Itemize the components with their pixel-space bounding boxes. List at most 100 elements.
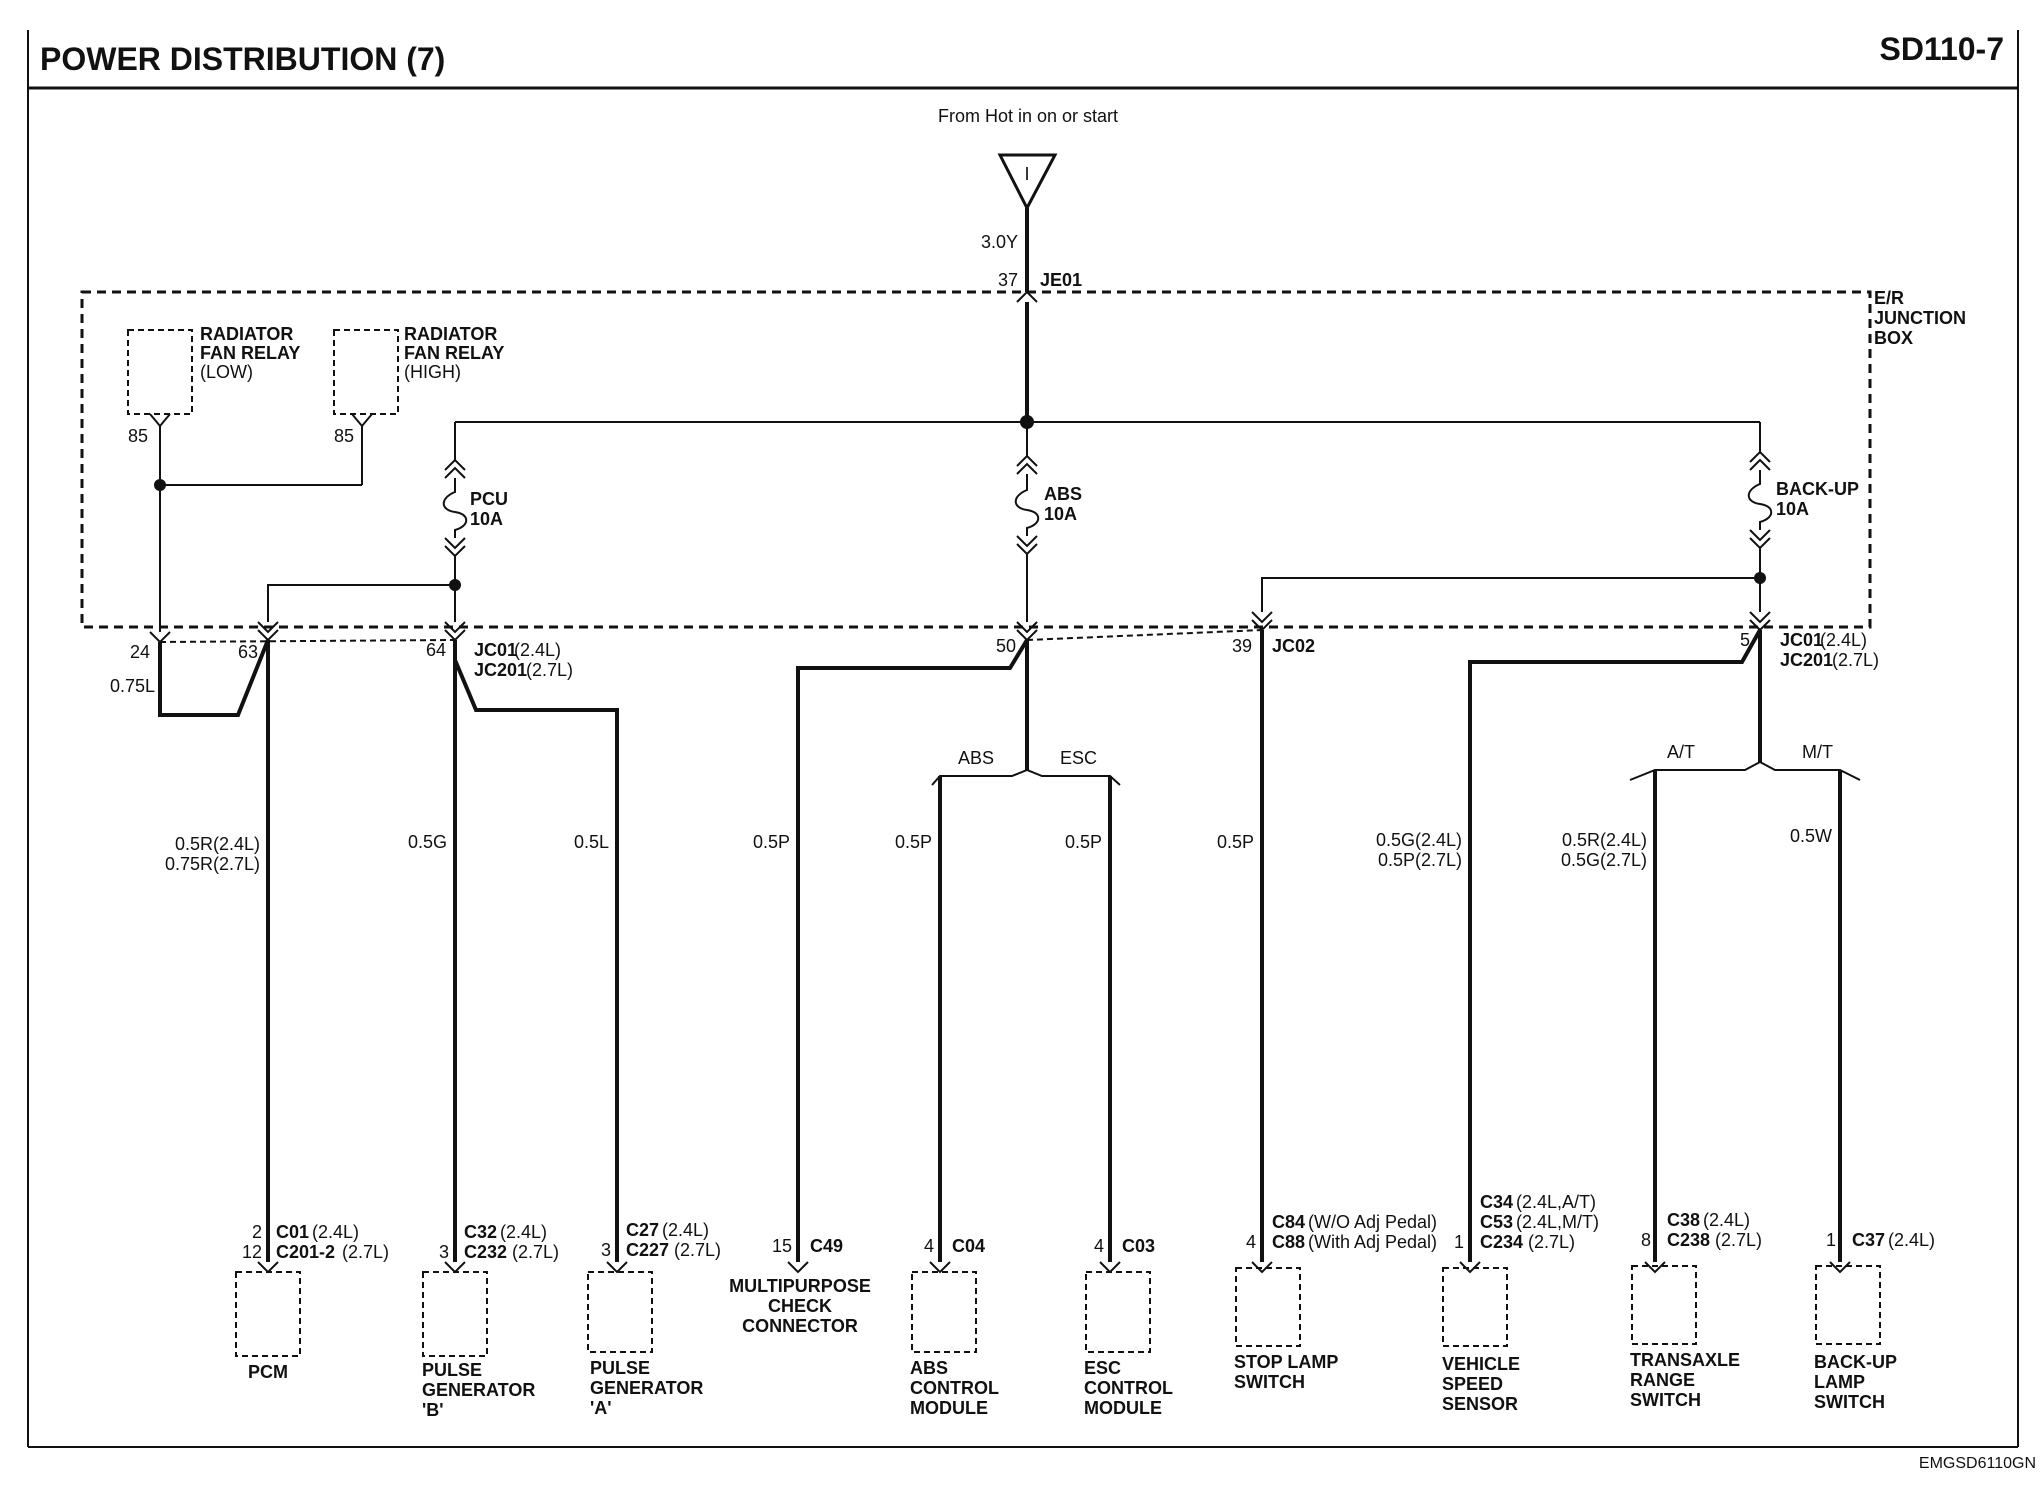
jb-jc201-b-note: (2.7L) [1832, 650, 1879, 670]
esc-name-2: CONTROL [1084, 1378, 1173, 1398]
wire-label-pcm-2: 0.75R(2.7L) [165, 854, 260, 874]
source-symbol-letter: I [1024, 164, 1029, 184]
trs-name-3: SWITCH [1630, 1390, 1701, 1410]
mcc-name-1: MULTIPURPOSE [729, 1276, 871, 1296]
er-junction-box [80, 290, 1872, 629]
wire-label-pcm-1: 0.5R(2.4L) [175, 834, 260, 854]
stop-name-1: STOP LAMP [1234, 1352, 1338, 1372]
bul-pin: 1 [1826, 1230, 1836, 1250]
wire-label-trs-2: 0.5G(2.7L) [1561, 850, 1647, 870]
wire-label-stop: 0.5P [1217, 832, 1254, 852]
pcm-connector-2-note: (2.7L) [342, 1242, 389, 1262]
trs-pin: 8 [1641, 1230, 1651, 1250]
backup-fuse [1747, 450, 1773, 550]
source-wire-label: 3.0Y [981, 232, 1018, 252]
branch-label-esc: ESC [1060, 748, 1097, 768]
source-label: From Hot in on or start [938, 106, 1118, 126]
jb-jc01-b-note: (2.4L) [1820, 630, 1867, 650]
pgb-pin: 3 [439, 1242, 449, 1262]
jb-pin-5: 5 [1740, 630, 1750, 650]
pgb-name-1: PULSE [422, 1360, 482, 1380]
stop-connector-1-note: (W/O Adj Pedal) [1308, 1212, 1437, 1232]
vss-connector-1: C34 [1480, 1192, 1513, 1212]
vss-connector-3-note: (2.7L) [1528, 1232, 1575, 1252]
relay-splice-node [154, 479, 166, 491]
stop-connector-2-note: (With Adj Pedal) [1308, 1232, 1437, 1252]
transaxle-range-switch-box [1631, 1265, 1697, 1345]
branch-label-at: A/T [1667, 742, 1695, 762]
trs-connector-2: C238 [1667, 1230, 1710, 1250]
wire-label-bul: 0.5W [1790, 826, 1832, 846]
relay-low-label-2: FAN RELAY [200, 343, 300, 363]
pcu-fuse [442, 458, 468, 558]
trs-connector-2-note: (2.7L) [1715, 1230, 1762, 1250]
trs-connector-1-note: (2.4L) [1703, 1210, 1750, 1230]
pgb-connector-1-note: (2.4L) [500, 1222, 547, 1242]
vss-connector-2: C53 [1480, 1212, 1513, 1232]
wire-label-pgb: 0.5G [408, 832, 447, 852]
jb-jc201-b: JC201 [1780, 650, 1833, 670]
pcu-fuse-name: PCU [470, 489, 508, 509]
wire-label-mcc: 0.5P [753, 832, 790, 852]
stop-connector-1: C84 [1272, 1212, 1305, 1232]
jb-pin-63: 63 [238, 642, 258, 662]
relay-low-label-3: (LOW) [200, 362, 253, 382]
wire-label-vss-1: 0.5G(2.4L) [1376, 830, 1462, 850]
pcm-connector-1-note: (2.4L) [312, 1222, 359, 1242]
stop-connector-2: C88 [1272, 1232, 1305, 1252]
junction-box-label-2: JUNCTION [1874, 308, 1966, 328]
component-connector-symbols [257, 1261, 1851, 1274]
abs-control-module-box [911, 1271, 977, 1353]
pcm-connector-1: C01 [276, 1222, 309, 1242]
pcm-connector-2: C201-2 [276, 1242, 335, 1262]
pgb-name-3: 'B' [422, 1400, 444, 1420]
output-wires [158, 629, 1861, 1262]
mcc-name-2: CHECK [768, 1296, 832, 1316]
vss-name-1: VEHICLE [1442, 1354, 1520, 1374]
jb-pin-39: 39 [1232, 636, 1252, 656]
mcc-name-3: CONNECTOR [742, 1316, 858, 1336]
trs-name-2: RANGE [1630, 1370, 1695, 1390]
pga-connector-2-note: (2.7L) [674, 1240, 721, 1260]
abs-name-3: MODULE [910, 1398, 988, 1418]
jb-jc01-b: JC01 [1780, 630, 1823, 650]
pcm-pin-2: 12 [242, 1242, 262, 1262]
junction-box-label-1: E/R [1874, 288, 1904, 308]
bul-connector-note: (2.4L) [1888, 1230, 1935, 1250]
relay-low-pin-symbol [149, 413, 171, 428]
diagram-frame [27, 30, 2019, 1448]
abs-name-1: ABS [910, 1358, 948, 1378]
wire-label-vss-2: 0.5P(2.7L) [1378, 850, 1462, 870]
vss-connector-1-note: (2.4L,A/T) [1516, 1192, 1596, 1212]
stop-pin: 4 [1246, 1232, 1256, 1252]
relay-high-pin-symbol [351, 413, 373, 428]
wire-label-abs: 0.5P [895, 832, 932, 852]
pgb-connector-2: C232 [464, 1242, 507, 1262]
pga-connector-2: C227 [626, 1240, 669, 1260]
abs-fuse [1014, 454, 1040, 556]
esc-name-1: ESC [1084, 1358, 1121, 1378]
jb-pin-24: 24 [130, 642, 150, 662]
pga-name-3: 'A' [590, 1398, 612, 1418]
pga-name-2: GENERATOR [590, 1378, 703, 1398]
relay-high-label-1: RADIATOR [404, 324, 497, 344]
jb-pin-50: 50 [996, 636, 1016, 656]
wire-label-075l: 0.75L [110, 676, 155, 696]
relay-high-label-2: FAN RELAY [404, 343, 504, 363]
wire-label-esc: 0.5P [1065, 832, 1102, 852]
vss-pin: 1 [1454, 1232, 1464, 1252]
relay-high-label-3: (HIGH) [404, 362, 461, 382]
hot-source-symbol [997, 153, 1058, 212]
vss-connector-3: C234 [1480, 1232, 1523, 1252]
esc-connector: C03 [1122, 1236, 1155, 1256]
vehicle-speed-sensor-box [1442, 1267, 1508, 1347]
trs-connector-1: C38 [1667, 1210, 1700, 1230]
bul-name-2: LAMP [1814, 1372, 1865, 1392]
branch-label-mt: M/T [1802, 742, 1833, 762]
vss-name-3: SENSOR [1442, 1394, 1518, 1414]
abs-fuse-rating: 10A [1044, 504, 1077, 524]
footer-code: EMGSD6110GN [1919, 1455, 2036, 1472]
bul-connector: C37 [1852, 1230, 1885, 1250]
